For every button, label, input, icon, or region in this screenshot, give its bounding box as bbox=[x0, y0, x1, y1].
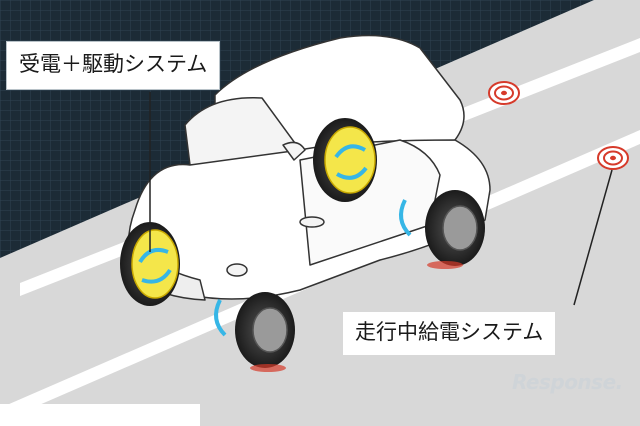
label-receive-drive-system: 受電＋駆動システム bbox=[6, 41, 221, 90]
car-side-mirror bbox=[282, 141, 306, 161]
charging-pad-2 bbox=[597, 146, 629, 170]
front-left-wheel-coil bbox=[120, 222, 180, 306]
rear-right-wheel bbox=[399, 190, 485, 269]
white-margin bbox=[0, 404, 200, 426]
front-right-wheel bbox=[214, 292, 295, 372]
car-headlight bbox=[226, 263, 248, 277]
label-road-feed-system: 走行中給電システム bbox=[343, 312, 556, 355]
rear-left-wheel-coil bbox=[313, 118, 377, 202]
car-door-handle bbox=[299, 216, 325, 228]
watermark-logo: Response. bbox=[512, 370, 623, 394]
charging-pad-1 bbox=[488, 81, 520, 105]
leader-line-bottom bbox=[573, 169, 613, 306]
